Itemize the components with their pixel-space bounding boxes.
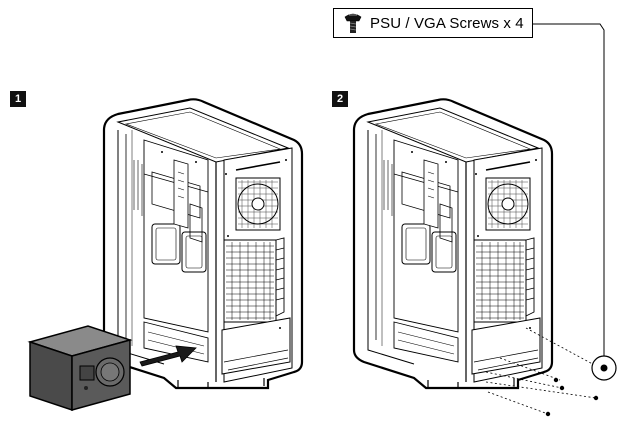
- step1-pc-case: [102, 98, 304, 390]
- magnified-screw: [591, 355, 617, 381]
- step-number-badge: 1: [10, 91, 26, 107]
- screws-callout-box: PSU / VGA Screws x 4: [333, 8, 533, 38]
- screw-icon: [545, 377, 599, 417]
- callout-label: PSU / VGA Screws x 4: [370, 14, 524, 32]
- callout-leader-line: [533, 23, 605, 356]
- screw-icon: [344, 13, 362, 33]
- power-supply-unit: [27, 325, 133, 412]
- insert-direction-arrow: [139, 345, 197, 367]
- screw-guide-lines: [485, 327, 601, 415]
- step-number-badge: 2: [332, 91, 348, 107]
- step2-pc-case: [352, 98, 554, 390]
